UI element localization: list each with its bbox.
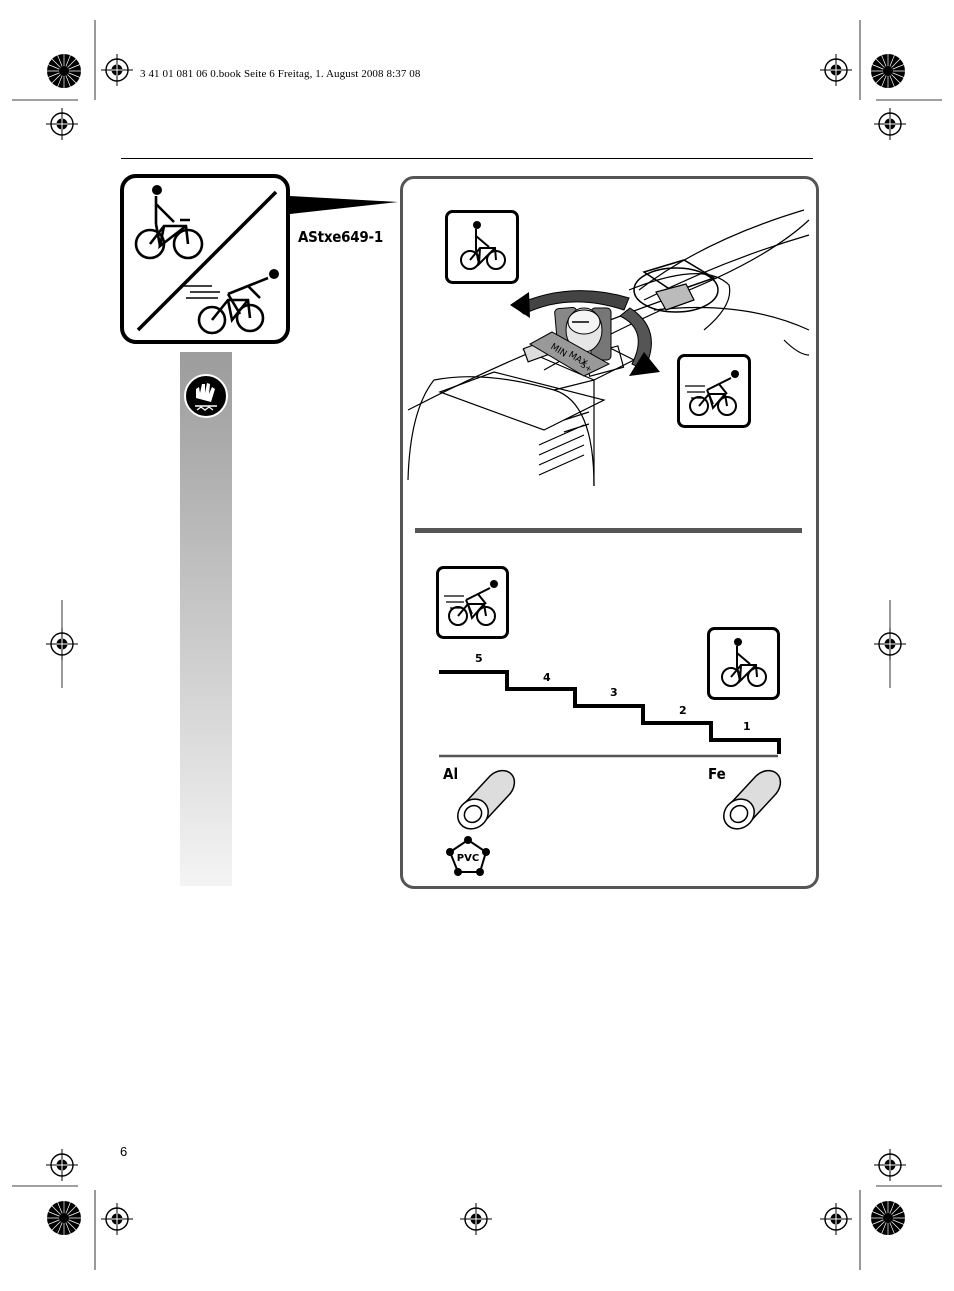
model-code: AStxe649-1 (298, 228, 383, 246)
step-label: 3 (610, 686, 618, 699)
fast-cyclist-icon (444, 580, 498, 626)
step-label: 5 (475, 652, 483, 665)
page-number: 6 (120, 1144, 128, 1159)
fast-mode-box (677, 354, 751, 428)
pvc-icon: PVC (446, 836, 490, 876)
step-label: 1 (743, 720, 751, 733)
pipe-icon (723, 769, 782, 830)
angle-grinder-illustration: MAX MIN S+ (407, 209, 810, 487)
slow-cyclist-icon (134, 185, 204, 260)
fast-cyclist-icon (685, 370, 739, 416)
arrow-left (513, 290, 630, 315)
speed-step-chart: PVC (436, 566, 782, 876)
step-label: 2 (679, 704, 687, 717)
fast-cyclist-icon (180, 269, 279, 335)
step-label: 4 (543, 671, 551, 684)
protective-gloves-icon (184, 374, 228, 418)
speed-dial: MAX MIN S+ (528, 306, 612, 377)
file-info-header: 3 41 01 081 06 0.book Seite 6 Freitag, 1… (140, 68, 421, 80)
crop-lines (12, 20, 942, 1270)
speed-selection-symbol (120, 174, 398, 344)
header-rule (121, 158, 813, 159)
material-label-aluminium: Al (443, 765, 459, 783)
section-divider (415, 528, 802, 533)
material-label-iron: Fe (708, 765, 726, 783)
slow-mode-box (707, 627, 780, 700)
speed-staircase (439, 670, 781, 754)
pipe-icon (457, 769, 516, 830)
sidebar-gradient (180, 352, 232, 886)
figure-frame (400, 176, 819, 889)
slow-mode-box (445, 210, 519, 284)
slow-cyclist-icon (460, 221, 506, 270)
pvc-label: PVC (457, 853, 479, 864)
fast-mode-box (436, 566, 509, 639)
slow-cyclist-icon (721, 638, 767, 687)
